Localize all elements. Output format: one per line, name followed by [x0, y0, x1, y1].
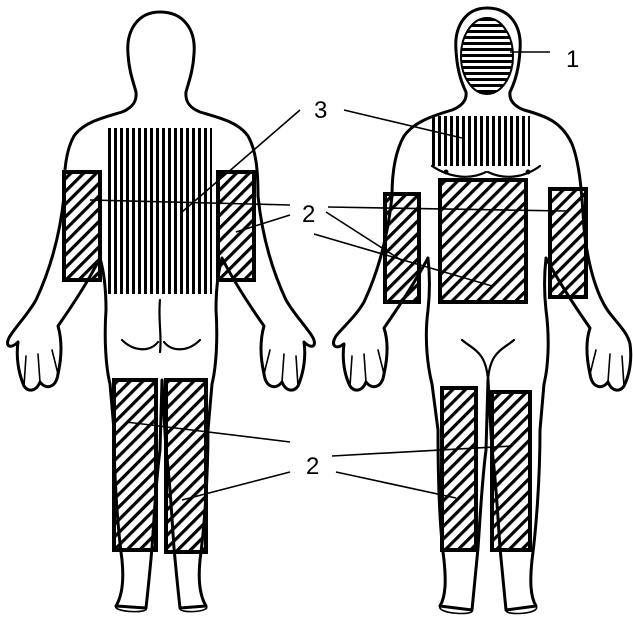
front-view-figure — [334, 8, 631, 613]
back-left-upper-arm-zone — [64, 172, 100, 280]
back-view-figure — [8, 12, 315, 612]
front-left-thigh-zone — [442, 388, 476, 550]
front-body-outline — [334, 8, 631, 610]
front-left-nipple — [444, 170, 449, 175]
back-right-thigh-zone — [166, 380, 206, 552]
back-spine-line — [159, 300, 160, 352]
front-face-zone — [461, 18, 513, 94]
back-left-thigh-zone — [114, 380, 156, 550]
label-arms-abdomen-zone: 2 — [302, 201, 315, 228]
back-right-upper-arm-zone — [218, 172, 254, 280]
front-right-upper-arm-zone — [550, 189, 586, 297]
front-left-upper-arm-zone — [385, 194, 419, 302]
front-right-nipple — [526, 170, 531, 175]
label-face-zone: 1 — [566, 46, 579, 73]
back-upper-back-zone — [108, 128, 212, 294]
label-thighs-zone: 2 — [306, 453, 319, 480]
label-back-chest-zone: 3 — [314, 97, 327, 124]
back-body-outline — [8, 12, 315, 608]
front-right-thigh-zone — [492, 392, 530, 550]
front-upper-chest-zone — [430, 116, 530, 166]
